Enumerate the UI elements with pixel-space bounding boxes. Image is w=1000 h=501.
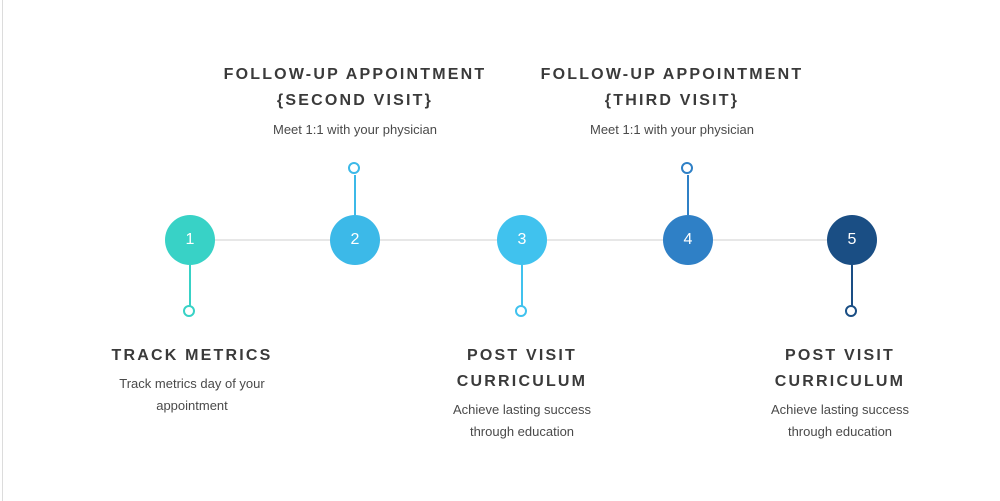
node-stem-ring bbox=[515, 305, 527, 317]
node-stem-ring bbox=[183, 305, 195, 317]
milestone-label-post-visit-curriculum-2: POST VISIT CURRICULUM Achieve lasting su… bbox=[720, 343, 960, 442]
label-subtitle: Achieve lasting success through educatio… bbox=[452, 402, 591, 439]
node-stem bbox=[687, 175, 689, 215]
node-circle: 3 bbox=[497, 215, 547, 265]
milestone-label-followup-third-visit: FOLLOW-UP APPOINTMENT {THIRD VISIT} Meet… bbox=[512, 62, 832, 140]
node-stem-ring bbox=[348, 162, 360, 174]
node-circle: 2 bbox=[330, 215, 380, 265]
node-circle: 4 bbox=[663, 215, 713, 265]
milestone-node-4: 4 bbox=[663, 162, 713, 265]
label-title-line: FOLLOW-UP APPOINTMENT bbox=[223, 66, 487, 83]
milestone-node-1: 1 bbox=[165, 215, 215, 317]
label-subtitle: Meet 1:1 with your physician bbox=[272, 122, 438, 137]
node-stem bbox=[851, 265, 853, 306]
label-title-line: {THIRD VISIT} bbox=[604, 92, 740, 109]
node-stem-ring bbox=[845, 305, 857, 317]
label-title-line: POST VISIT bbox=[784, 347, 895, 364]
milestone-label-track-metrics: TRACK METRICS Track metrics day of your … bbox=[72, 343, 312, 416]
node-stem-ring bbox=[681, 162, 693, 174]
milestone-label-followup-second-visit: FOLLOW-UP APPOINTMENT {SECOND VISIT} Mee… bbox=[195, 62, 515, 140]
node-circle: 5 bbox=[827, 215, 877, 265]
milestone-node-2: 2 bbox=[330, 162, 380, 265]
label-title: FOLLOW-UP APPOINTMENT {THIRD VISIT} bbox=[512, 62, 832, 114]
node-number: 1 bbox=[185, 231, 195, 248]
node-stem bbox=[354, 175, 356, 215]
label-title-line: TRACK METRICS bbox=[111, 347, 273, 364]
label-title: POST VISIT CURRICULUM bbox=[402, 343, 642, 395]
label-subtitle: Achieve lasting success through educatio… bbox=[770, 402, 909, 439]
node-number: 4 bbox=[683, 231, 693, 248]
milestone-node-5: 5 bbox=[827, 215, 877, 317]
node-number: 2 bbox=[350, 231, 360, 248]
node-number: 5 bbox=[847, 231, 857, 248]
milestone-node-3: 3 bbox=[497, 215, 547, 317]
node-number: 3 bbox=[517, 231, 527, 248]
label-title-line: {SECOND VISIT} bbox=[276, 92, 434, 109]
label-title: FOLLOW-UP APPOINTMENT {SECOND VISIT} bbox=[195, 62, 515, 114]
label-title: TRACK METRICS bbox=[72, 343, 312, 369]
milestone-label-post-visit-curriculum-1: POST VISIT CURRICULUM Achieve lasting su… bbox=[402, 343, 642, 442]
node-stem bbox=[521, 265, 523, 306]
label-title-line: CURRICULUM bbox=[456, 373, 588, 390]
label-title-line: CURRICULUM bbox=[774, 373, 906, 390]
label-subtitle: Meet 1:1 with your physician bbox=[589, 122, 755, 137]
label-subtitle: Track metrics day of your appointment bbox=[119, 376, 265, 413]
node-stem bbox=[189, 265, 191, 306]
node-circle: 1 bbox=[165, 215, 215, 265]
label-title-line: FOLLOW-UP APPOINTMENT bbox=[540, 66, 804, 83]
frame-edge bbox=[2, 0, 3, 501]
label-title: POST VISIT CURRICULUM bbox=[720, 343, 960, 395]
label-title-line: POST VISIT bbox=[466, 347, 577, 364]
